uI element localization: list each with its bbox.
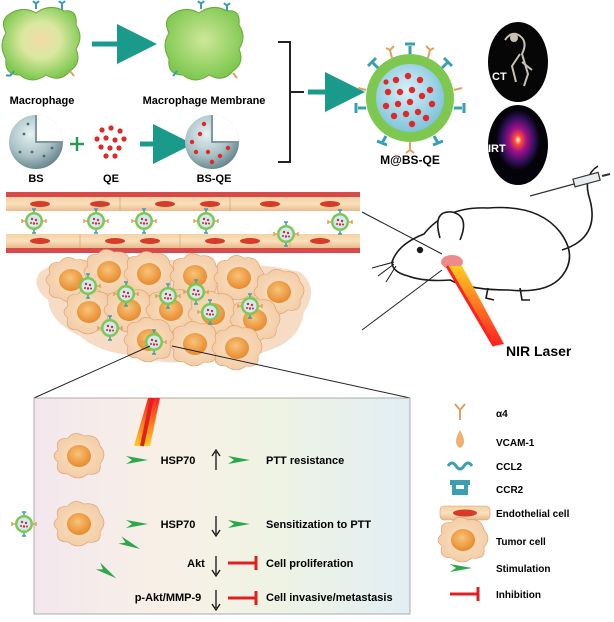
stimulation-icon: [450, 564, 472, 572]
row3-outcome: Cell proliferation: [266, 558, 354, 570]
row3-molecule: Akt: [187, 558, 205, 570]
row1-molecule: HSP70: [161, 455, 196, 467]
combine-bracket: [278, 41, 304, 163]
row4-molecule: p-Akt/MMP-9: [135, 592, 202, 604]
legend-endothelial: Endothelial cell: [496, 509, 570, 520]
bs-illustration: [9, 115, 63, 169]
legend-a4: α4: [496, 409, 508, 420]
ccr2-icon: [450, 480, 470, 495]
down-arrow-4: [211, 590, 221, 612]
bs-qe-illustration: [185, 115, 239, 169]
legend-tumor: Tumor cell: [496, 537, 546, 548]
tumor-mass: [36, 248, 312, 371]
mouse-illustration: [371, 165, 599, 301]
legend-inhibition: Inhibition: [496, 590, 541, 601]
irt-image: IRT: [488, 105, 548, 185]
irt-label: IRT: [488, 143, 506, 155]
inhibition-icon: [450, 587, 480, 601]
macrophage-membrane-illustration: [164, 0, 244, 81]
inhibition-bar-3: [228, 556, 258, 570]
qe-label: QE: [103, 173, 119, 185]
legend-ccl2: CCL2: [496, 462, 523, 473]
zoom-line-left: [33, 345, 151, 399]
legend-ccr2: CCR2: [496, 485, 524, 496]
ct-label: CT: [492, 71, 507, 83]
m-bs-qe-nanoparticle: [354, 42, 466, 154]
ccl2-icon: [446, 461, 474, 471]
row1-outcome: PTT resistance: [266, 455, 344, 467]
down-arrow-2: [211, 516, 221, 538]
pointer-line-2: [361, 269, 443, 331]
row2-outcome: Sensitization to PTT: [266, 519, 371, 531]
legend-vcam: VCAM-1: [496, 438, 535, 449]
tumor-cell-2: [53, 500, 105, 547]
plus-sign: [70, 137, 84, 151]
bs-label: BS: [28, 173, 43, 185]
legend-stimulation: Stimulation: [496, 564, 550, 575]
tumor-cell-icon: [437, 516, 489, 563]
ct-image: CT: [488, 22, 548, 102]
legend: α4 VCAM-1 CCL2 CCR2 Endothelial cell Tum…: [437, 403, 570, 601]
row4-outcome: Cell invasive/metastasis: [266, 592, 393, 604]
macrophage-membrane-label: Macrophage Membrane: [143, 95, 266, 107]
down-arrow-3: [211, 556, 221, 578]
inhibition-bar-4: [228, 591, 258, 605]
nir-laser-beam: [446, 266, 504, 346]
macrophage-illustration: [1, 0, 81, 81]
vcam1-icon: [456, 430, 464, 448]
zoom-line-right: [171, 345, 411, 399]
up-arrow-1: [211, 448, 221, 470]
blood-vessel: [6, 192, 360, 253]
endothelial-cell-icon: [439, 505, 491, 521]
tumor-cell-1: [53, 432, 105, 479]
syringe-icon: [529, 171, 611, 197]
row2-molecule: HSP70: [161, 519, 196, 531]
pathway-panel: [33, 397, 411, 615]
bs-qe-label: BS-QE: [197, 173, 232, 185]
nir-laser-label: NIR Laser: [506, 343, 572, 359]
nanoparticle-bound: [11, 511, 37, 537]
macrophage-label: Macrophage: [10, 95, 75, 107]
pointer-line-1: [361, 211, 443, 255]
alpha4-icon: [454, 403, 466, 420]
qe-cluster: [94, 125, 127, 159]
tumor-on-mouse: [441, 255, 463, 269]
m-bs-qe-label: M@BS-QE: [380, 153, 440, 167]
